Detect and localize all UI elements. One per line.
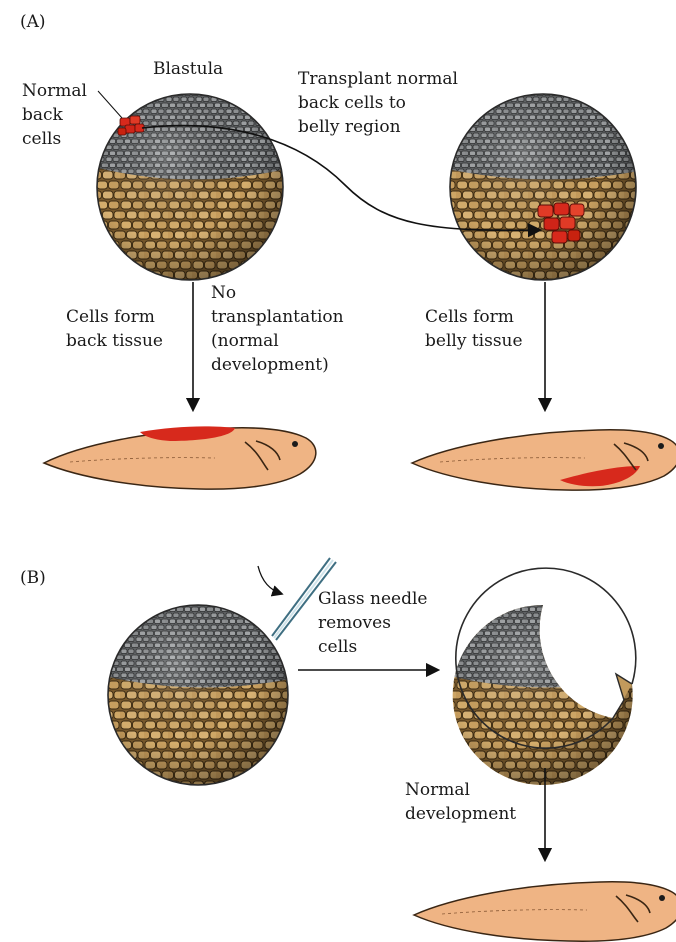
blastula-sphere-a-left [90, 90, 290, 290]
no-transplantation-label-4: development) [211, 355, 329, 375]
panel-label-a: (A) [20, 12, 46, 32]
cells-form-back-label-1: Cells form [66, 307, 155, 327]
blastula-label: Blastula [153, 59, 223, 79]
no-transplantation-label-1: No [211, 283, 236, 303]
no-transplantation-label-3: (normal [211, 331, 279, 351]
tadpole-back-tissue [44, 426, 316, 489]
normal-back-cells-label-3: cells [22, 129, 61, 149]
normal-back-cells-label-1: Normal [22, 81, 87, 101]
normal-back-cells-label-2: back [22, 105, 64, 125]
transplant-label-3: belly region [298, 117, 401, 137]
normal-back-cells-patch [118, 116, 144, 135]
blastula-sphere-a-right [443, 90, 643, 290]
normal-development-label-2: development [405, 804, 516, 824]
cells-form-belly-label-1: Cells form [425, 307, 514, 327]
normal-back-cells-leader [98, 91, 122, 118]
blastula-sphere-b-right [450, 568, 640, 792]
tadpole-normal [414, 882, 676, 941]
no-transplantation-label-2: transplantation [211, 307, 344, 327]
needle-motion-arrow [258, 566, 282, 594]
cells-form-belly-label-2: belly tissue [425, 331, 523, 351]
glass-needle-label-3: cells [318, 637, 357, 657]
transplant-label-2: back cells to [298, 93, 406, 113]
panel-label-b: (B) [20, 568, 46, 588]
glass-needle-label-2: removes [318, 613, 391, 633]
normal-development-label-1: Normal [405, 780, 470, 800]
tadpole-belly-tissue [412, 430, 676, 490]
cells-form-back-label-2: back tissue [66, 331, 163, 351]
glass-needle-label-1: Glass needle [318, 589, 427, 609]
blastula-sphere-b-left [105, 602, 295, 792]
transplant-label-1: Transplant normal [298, 69, 458, 89]
